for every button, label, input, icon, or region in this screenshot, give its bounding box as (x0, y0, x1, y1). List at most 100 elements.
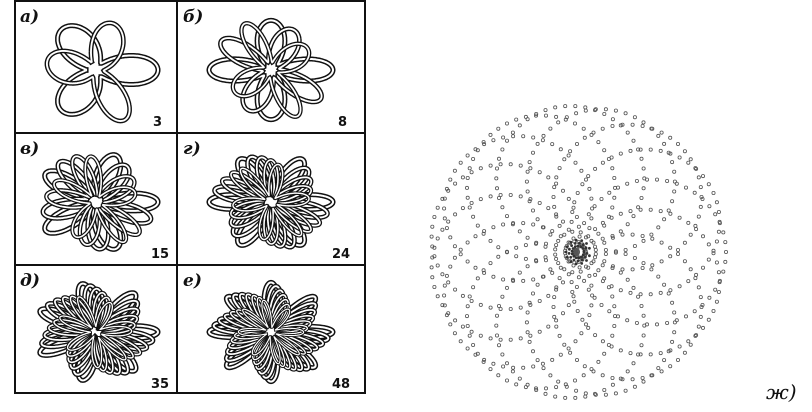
rosette-center-dot (581, 247, 585, 250)
rosette-dot (556, 261, 561, 266)
rosette-dot (659, 130, 664, 135)
rosette-dot (482, 357, 487, 362)
rosette-dot (491, 361, 496, 366)
rosette-dot (589, 303, 594, 308)
rosette-dot (659, 369, 664, 374)
rosette-dot (610, 382, 615, 387)
knot-drawing-a (44, 20, 161, 124)
rosette-dot (554, 285, 559, 290)
rosette-dot (586, 174, 591, 179)
rosette-dot (448, 264, 453, 269)
rosette-dot (650, 236, 655, 241)
rosette-dot (511, 134, 516, 139)
rosette-center-dot (564, 250, 568, 254)
rosette-dot (481, 359, 486, 364)
rosette-dot (700, 325, 705, 330)
dotted-rosette (429, 104, 728, 400)
knot-drawing-b (206, 17, 336, 123)
rosette-dot (591, 130, 596, 135)
rosette-dot (592, 391, 597, 396)
rosette-dot (546, 324, 551, 329)
rosette-dot (481, 231, 486, 236)
rosette-dot (603, 107, 608, 112)
rosette-dot (442, 206, 447, 211)
rosette-center-dot (585, 242, 588, 245)
rosette-dot (612, 323, 617, 328)
rosette-dot (686, 279, 691, 284)
rosette-dot (590, 293, 595, 298)
rosette-dot (497, 343, 502, 348)
rosette-dot (550, 270, 555, 275)
rosette-dot (496, 245, 501, 250)
rosette-dot (607, 190, 612, 195)
rosette-dot (574, 142, 579, 147)
rosette-dot (566, 346, 571, 351)
rosette-dot (696, 324, 701, 329)
rosette-dot (613, 249, 618, 254)
rosette-dot (481, 268, 486, 273)
rosette-dot (471, 214, 476, 219)
rosette-dot (478, 197, 483, 202)
rosette-dot (535, 358, 540, 363)
rosette-dot (566, 272, 571, 277)
rosette-dot (495, 186, 500, 191)
rosette-dot (658, 351, 663, 356)
rosette-dot (640, 233, 645, 238)
rosette-dot (505, 138, 510, 143)
rosette-dot (525, 330, 530, 335)
rosette-dot (714, 239, 719, 244)
panel-f: е) 48 (183, 271, 350, 392)
rosette-dot (550, 142, 555, 147)
rosette-dot (495, 166, 500, 171)
rosette-dot (537, 170, 542, 175)
rosette-dot (496, 254, 501, 259)
rosette-dot (478, 333, 483, 338)
rosette-dot (607, 309, 612, 314)
rosette-dot (544, 386, 549, 391)
rosette-dot (563, 104, 568, 109)
rosette-dot (553, 105, 558, 110)
rosette-center-dot (569, 240, 573, 244)
rosette-dot (636, 352, 641, 357)
rosette-dot (613, 250, 618, 255)
rosette-dot (699, 195, 704, 200)
rosette-dot (648, 207, 653, 212)
rosette-dot (488, 238, 493, 243)
rosette-dot (566, 227, 571, 232)
rosette-dot (500, 294, 505, 299)
rosette-dot (672, 310, 677, 315)
rosette-dot (711, 251, 716, 256)
rosette-center-dot (574, 238, 578, 242)
panel-letter-b: б) (183, 7, 203, 27)
rosette-dot-pattern (429, 104, 728, 400)
rosette-dot (623, 247, 628, 252)
rosette-dot (527, 199, 532, 204)
rosette-dot (668, 288, 673, 293)
rosette-dot (593, 247, 598, 252)
rosette-center-dot (572, 254, 576, 258)
rosette-dot (550, 357, 555, 362)
knot-drawing-d (206, 154, 336, 250)
rosette-dot (432, 215, 437, 220)
rosette-dot (531, 135, 536, 140)
rosette-dot (610, 123, 615, 128)
rosette-dot (625, 181, 630, 186)
rosette-dot (574, 388, 579, 393)
rosette-dot (677, 155, 682, 160)
rosette-dot (568, 149, 573, 154)
rosette-dot (573, 339, 578, 344)
rosette-dot (716, 289, 721, 294)
rosette-dot (603, 392, 608, 397)
rosette-dot (602, 223, 607, 228)
rosette-dot (610, 294, 615, 299)
panel-letter-a: а) (20, 7, 39, 27)
rosette-dot (589, 196, 594, 201)
knot-ribbon-center (41, 160, 152, 251)
rosette-dot (577, 265, 582, 270)
rosette-dot (698, 314, 703, 319)
rosette-dot (440, 272, 445, 277)
rosette-dot (641, 120, 646, 125)
rosette-dot (591, 259, 596, 264)
rosette-dot (623, 388, 628, 393)
rosette-dot (528, 166, 533, 171)
